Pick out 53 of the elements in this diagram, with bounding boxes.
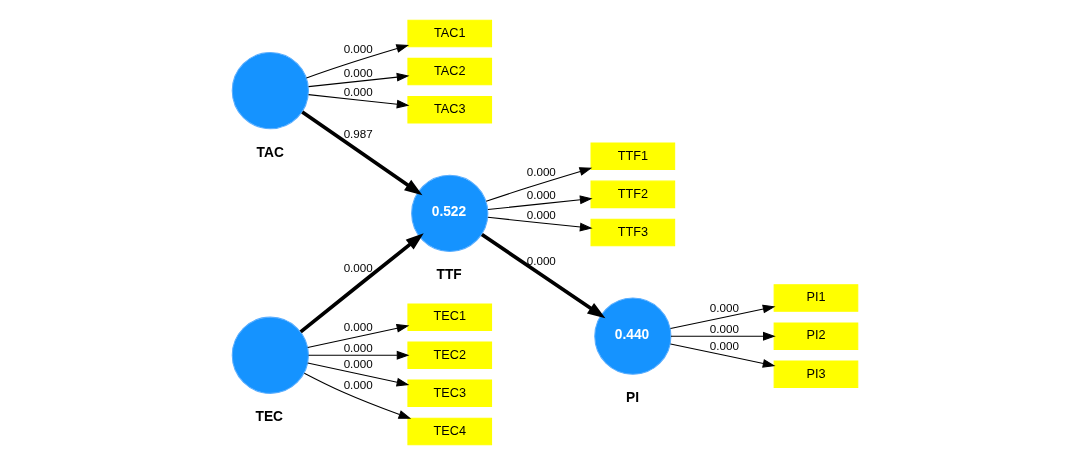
node-box: PI1 (773, 284, 859, 312)
edge-label: 0.000 (526, 188, 556, 202)
edge-label: 0.000 (343, 319, 373, 333)
arrow (308, 94, 410, 109)
edge-label: 0.000 (526, 165, 556, 179)
edge-label: 0.000 (343, 261, 373, 275)
node-box: TEC4 (407, 417, 493, 446)
arrow (485, 167, 593, 202)
edge-label: 0.000 (343, 340, 373, 354)
node-box: TEC2 (407, 341, 493, 369)
arrow (299, 233, 424, 334)
arrow (487, 195, 593, 211)
edge-label: 0.987 (343, 127, 373, 141)
node-circle: 0.440 (594, 297, 672, 375)
edge-label: 0.000 (343, 84, 373, 98)
node-label: TEC (255, 409, 284, 425)
edge-label: 0.000 (526, 207, 556, 221)
arrow (670, 304, 776, 329)
edge-label: 0.000 (709, 300, 739, 314)
edge-label: 0.000 (526, 254, 556, 268)
node-box: TTF3 (590, 218, 676, 247)
node-box: TEC1 (407, 303, 493, 331)
node-box: TAC1 (407, 19, 493, 48)
arrow (487, 216, 593, 232)
edge-label: 0.000 (709, 338, 739, 352)
arrow (303, 372, 412, 419)
edge-label: 0.000 (709, 321, 739, 335)
node-box: TTF2 (590, 180, 676, 209)
node-label: TAC (256, 144, 284, 160)
node-box: PI2 (773, 322, 859, 350)
node-label: TTF (436, 267, 462, 283)
node-circle: 0.522 (411, 174, 489, 253)
arrow (301, 110, 423, 196)
arrow (307, 323, 410, 348)
node-label: PI (625, 390, 639, 406)
arrow (670, 343, 776, 368)
arrow (670, 331, 776, 341)
edge-label: 0.000 (343, 65, 373, 79)
arrow (308, 72, 410, 88)
edge-label: 0.000 (343, 377, 373, 391)
node-circle (231, 316, 309, 394)
arrow (308, 350, 410, 360)
node-box: TTF1 (590, 142, 676, 170)
node-box: PI3 (773, 360, 859, 389)
arrow (307, 362, 410, 387)
arrow (305, 44, 410, 79)
node-box: TAC2 (407, 57, 493, 86)
arrow (480, 233, 606, 319)
node-box: TEC3 (407, 379, 493, 408)
node-box: TAC3 (407, 95, 493, 124)
edge-label: 0.000 (343, 42, 373, 56)
node-circle (231, 52, 309, 130)
edge-label: 0.000 (343, 356, 373, 370)
